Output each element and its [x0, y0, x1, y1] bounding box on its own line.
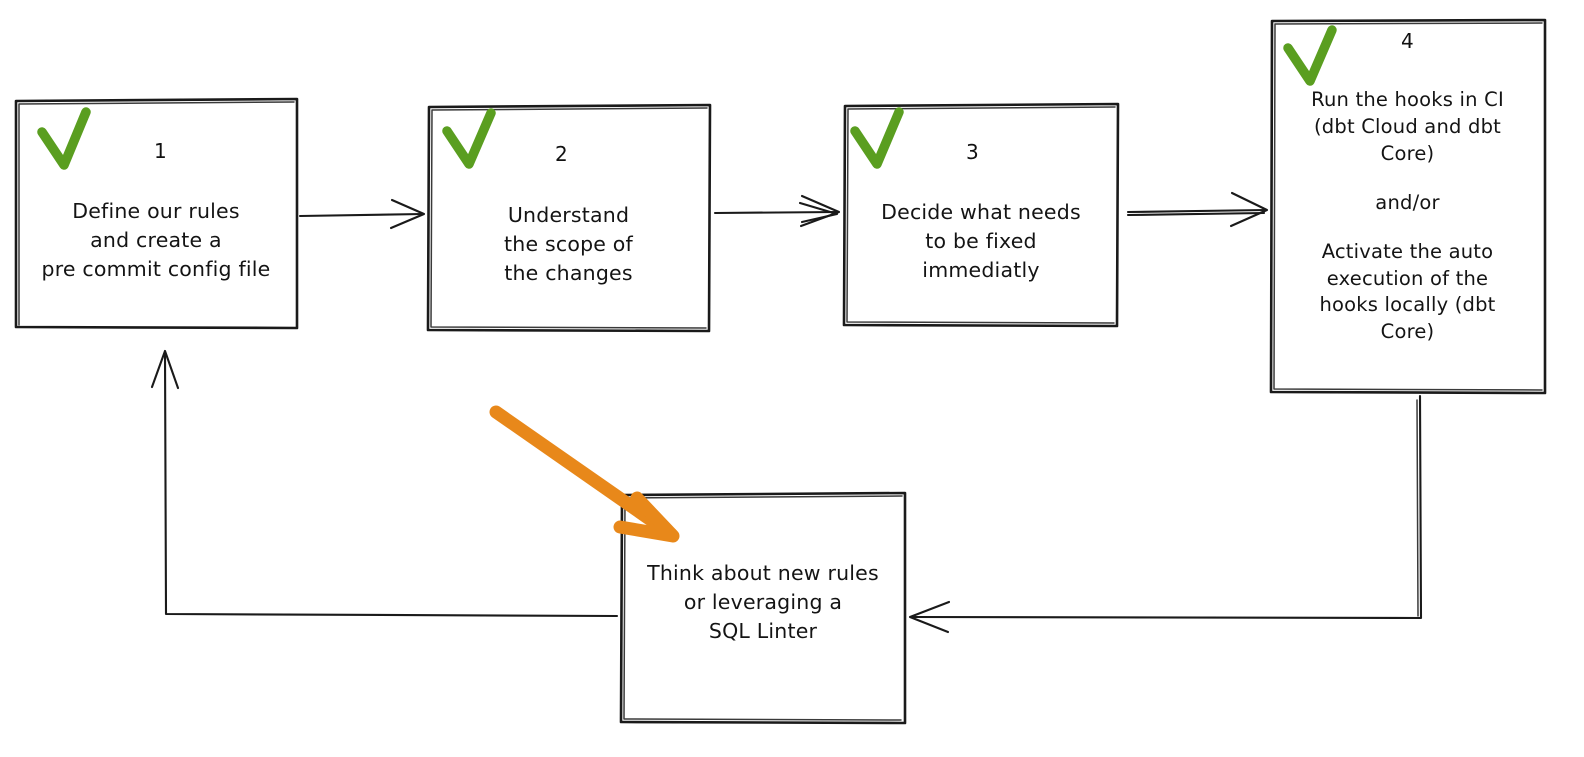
- node-run-hooks-ci[interactable]: 4 Run the hooks in CI (dbt Cloud and dbt…: [1270, 19, 1545, 394]
- arrow-node1-to-node2: [298, 198, 426, 230]
- node-4-box[interactable]: [1269, 18, 1547, 395]
- green-check-icon-node-3: [850, 107, 904, 169]
- node-4-number: 4: [1401, 29, 1415, 53]
- node-think-new-rules[interactable]: Think about new rules or leveraging a SQ…: [620, 493, 906, 723]
- node-1-text: Define our rules and create a pre commit…: [41, 199, 271, 282]
- node-5-box[interactable]: [619, 491, 907, 725]
- node-2-number: 2: [555, 142, 569, 166]
- node-3-number: 3: [966, 140, 980, 164]
- node-4-text-part-3: Activate the auto execution of the hooks…: [1319, 239, 1496, 344]
- green-check-icon-node-1: [37, 107, 91, 170]
- node-3-box[interactable]: [842, 102, 1120, 328]
- arrow-node5-to-node1: [150, 349, 619, 618]
- green-check-icon-node-2: [442, 108, 496, 169]
- node-4-text-part-1: Run the hooks in CI (dbt Cloud and dbt C…: [1311, 88, 1504, 165]
- node-1-number: 1: [154, 139, 168, 163]
- node-4-spacer-2: [1270, 217, 1545, 239]
- node-understand-scope[interactable]: 2 Understand the scope of the changes: [427, 105, 710, 331]
- node-define-rules[interactable]: 1 Define our rules and create a pre comm…: [14, 99, 298, 329]
- arrow-node2-to-node3: [713, 194, 841, 228]
- arrow-node3-to-node4: [1126, 191, 1269, 228]
- node-decide-fixes[interactable]: 3 Decide what needs to be fixed immediat…: [843, 104, 1119, 326]
- node-2-text: Understand the scope of the changes: [504, 203, 633, 286]
- green-check-icon-node-4: [1283, 25, 1337, 86]
- node-4-text-part-2: and/or: [1375, 190, 1440, 214]
- node-4-spacer-1: [1270, 168, 1545, 190]
- node-5-text: Think about new rules or leveraging a SQ…: [647, 561, 879, 644]
- highlight-arrow-to-node5: [489, 405, 680, 543]
- arrow-node4-to-node5: [908, 394, 1423, 634]
- node-2-box[interactable]: [426, 103, 712, 333]
- node-1-box[interactable]: [14, 97, 299, 330]
- node-3-text: Decide what needs to be fixed immediatly: [881, 200, 1081, 283]
